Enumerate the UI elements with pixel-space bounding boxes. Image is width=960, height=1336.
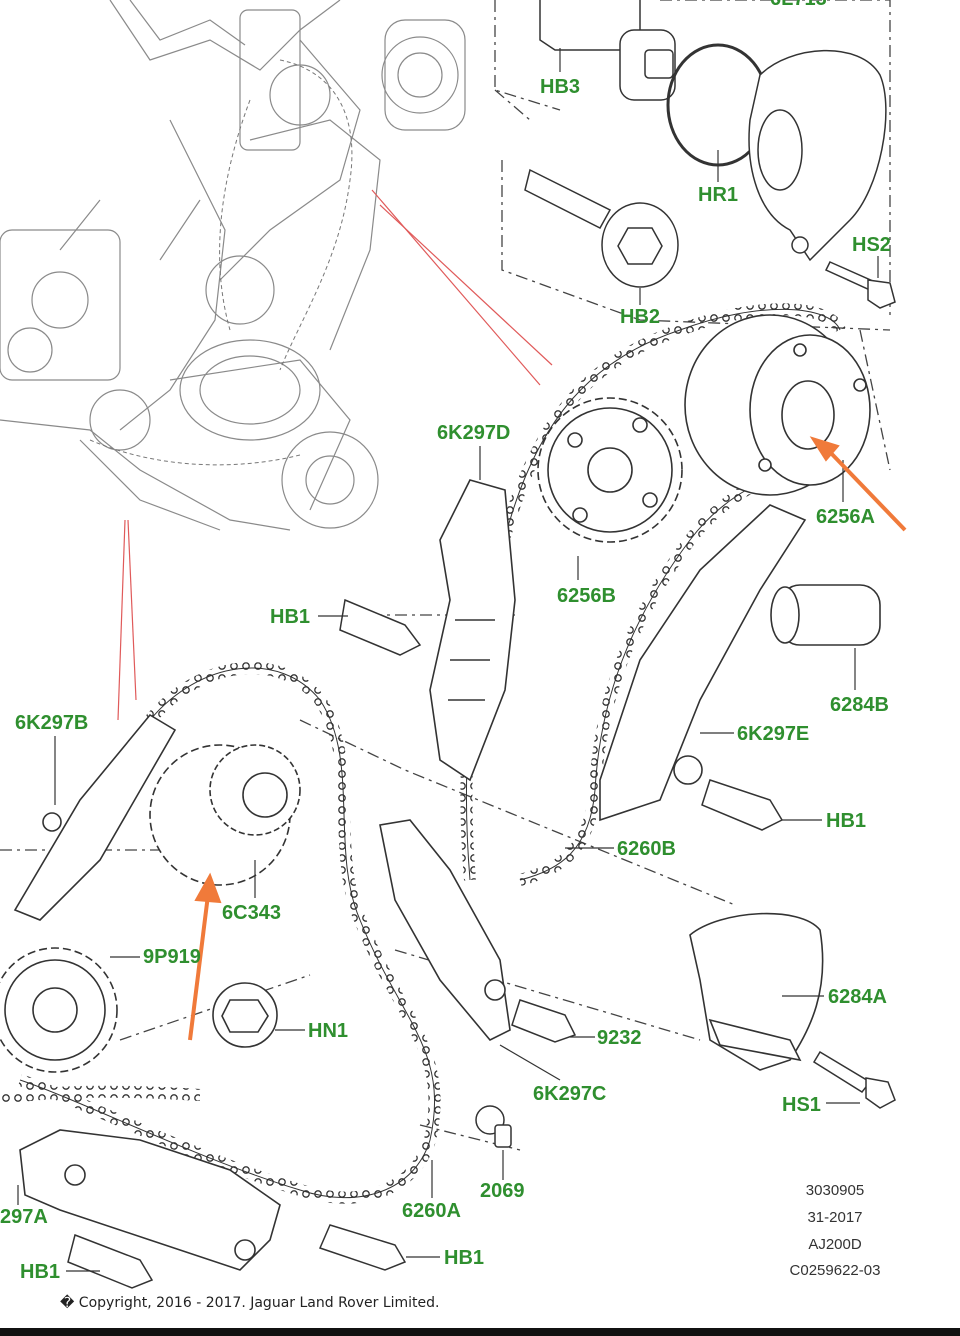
hs1-bolt-drawing: [812, 1050, 896, 1109]
6256b-sprocket-drawing: [537, 397, 683, 543]
label-6260a: 6260A: [402, 1200, 461, 1222]
label-hb2: HB2: [620, 306, 661, 328]
label-hb3: HB3: [540, 76, 581, 98]
label-hb1-bottom-right: HB1: [444, 1247, 485, 1269]
hb3-pin-drawing: [539, 0, 676, 101]
label-6256b: 6256B: [557, 585, 616, 607]
label-6k297b: 6K297B: [15, 712, 89, 734]
label-6k297e: 6K297E: [737, 723, 810, 745]
6c343-sprocket-drawing: [149, 744, 301, 886]
hs2-bolt-drawing: [824, 261, 896, 309]
label-9232: 9232: [597, 1027, 642, 1049]
label-hr1: HR1: [698, 184, 739, 206]
2069-drawing: [475, 1105, 512, 1148]
hn1-nut-drawing: [212, 982, 278, 1048]
hb2-bolt-drawing: [524, 168, 679, 288]
label-6284b: 6284B: [830, 694, 889, 716]
bottom-bar: [0, 1328, 960, 1336]
6l713-cover-drawing: [748, 49, 887, 262]
6k297b-guide-drawing: [13, 713, 177, 921]
label-6k297c: 6K297C: [533, 1083, 607, 1105]
leader-lines: [17, 48, 879, 1272]
hb1-pins-drawing: [67, 598, 784, 1289]
reference-code-4: C0259622-03: [789, 1262, 881, 1279]
6k297d-guide-drawing: [429, 479, 516, 782]
label-hs1: HS1: [782, 1094, 821, 1116]
label-2069: 2069: [480, 1180, 525, 1202]
label-6284a: 6284A: [828, 986, 887, 1008]
9232-pin-drawing: [511, 999, 577, 1043]
highlight-arrows: [188, 436, 907, 1041]
chain-6260a-outline: [19, 667, 435, 1199]
6k297a-guide-drawing: [19, 1129, 281, 1271]
label-6k297d: 6K297D: [437, 422, 511, 444]
red-leader-lines: [117, 189, 553, 721]
6k297c-guide-drawing: [379, 819, 511, 1041]
engine-block-drawing: [0, 0, 466, 531]
label-hb1-right: HB1: [826, 810, 867, 832]
label-9p919: 9P919: [143, 946, 201, 968]
copyright-notice: � Copyright, 2016 - 2017. Jaguar Land Ro…: [60, 1295, 440, 1311]
label-hb1-bottom-left: HB1: [20, 1261, 61, 1283]
6256a-vvt-drawing: [684, 314, 871, 496]
label-6c343: 6C343: [222, 902, 281, 924]
9p919-sprocket-drawing: [0, 947, 118, 1073]
6284b-tensioner-drawing: [770, 584, 881, 646]
label-hs2: HS2: [852, 234, 891, 256]
6284a-tensioner-drawing: [689, 912, 824, 1071]
reference-code-1: 3030905: [805, 1182, 865, 1199]
6k297e-arm-drawing: [599, 504, 807, 822]
reference-code-3: AJ200D: [808, 1236, 862, 1253]
engine-block-chain: [89, 59, 353, 466]
label-hn1: HN1: [308, 1020, 349, 1042]
reference-code-2: 31-2017: [807, 1209, 863, 1226]
label-6260b: 6260B: [617, 838, 676, 860]
label-6256a: 6256A: [816, 506, 875, 528]
label-6l713: 6L713: [770, 0, 827, 10]
label-297a: 297A: [0, 1206, 48, 1228]
label-hb1-upper: HB1: [270, 606, 311, 628]
